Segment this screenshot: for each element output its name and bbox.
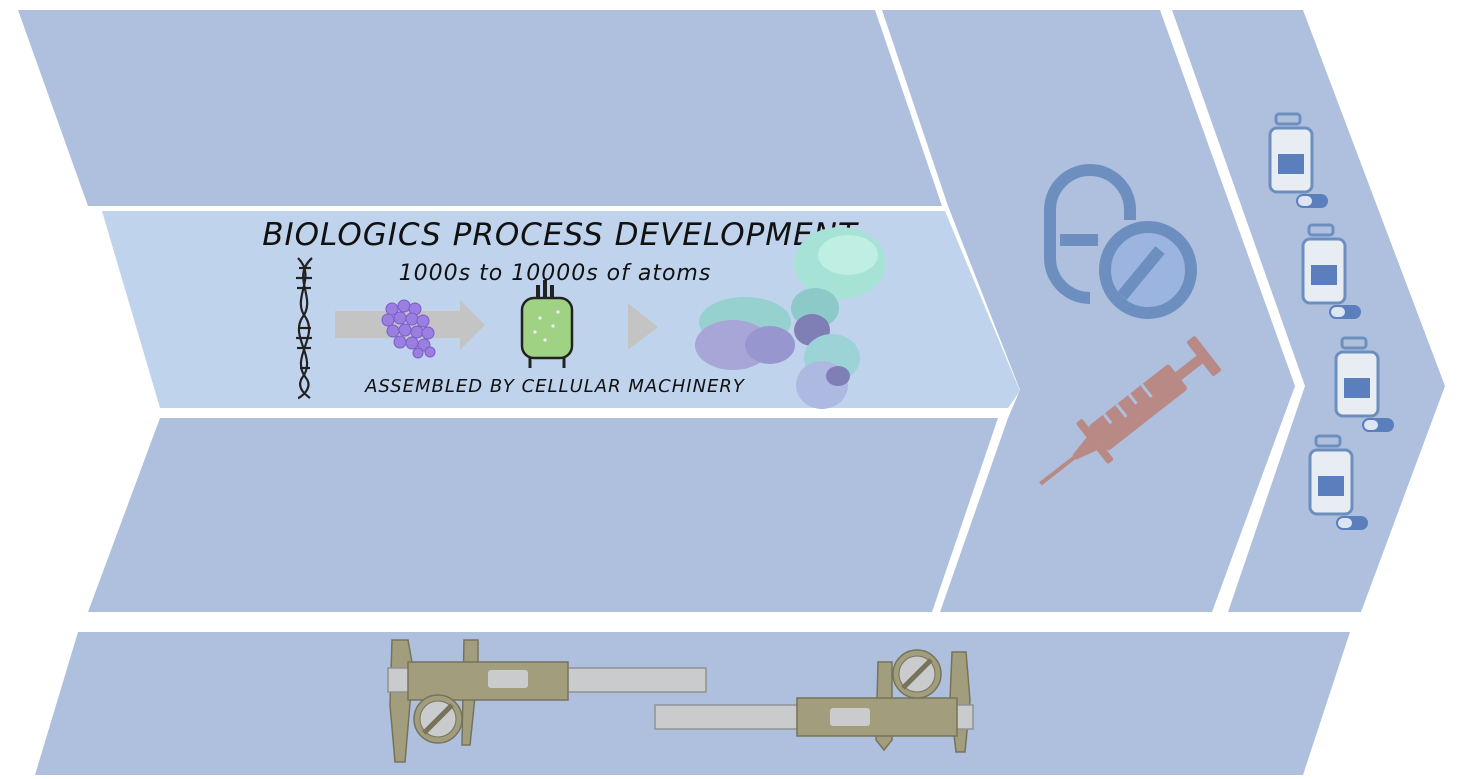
- banner-caption: ASSEMBLED BY CELLULAR MACHINERY: [364, 376, 746, 397]
- capsule-pill-icon: [1044, 164, 1197, 319]
- panel-right-column: [1172, 10, 1445, 612]
- bioreactor-icon: [520, 280, 574, 368]
- medicine-bottle-icon: [1268, 112, 1328, 208]
- chevron-panels: [18, 10, 1445, 775]
- panel-bottom-left: [88, 418, 998, 612]
- process-arrow-1: [335, 300, 485, 350]
- medicine-bottle-icon: [1301, 223, 1361, 319]
- banner-title: BIOLOGICS PROCESS DEVELOPMENT: [262, 217, 859, 253]
- protein-cluster-icon: [381, 299, 436, 359]
- caliper-icon: [654, 649, 974, 753]
- medicine-bottle-icon: [1308, 434, 1368, 530]
- process-arrow-2: [628, 303, 658, 350]
- medicine-bottle-icon: [1334, 336, 1394, 432]
- caliper-icon: [387, 639, 707, 763]
- syringe-icon: [1039, 336, 1222, 486]
- panel-top-left: [18, 10, 942, 206]
- panel-bottom-strip: [35, 632, 1350, 775]
- dna-helix-icon: [296, 257, 313, 400]
- panel-middle-column: [882, 10, 1295, 612]
- antibody-structure-icon: [695, 227, 886, 409]
- banner-subtitle: 1000s to 10000s of atoms: [399, 261, 712, 286]
